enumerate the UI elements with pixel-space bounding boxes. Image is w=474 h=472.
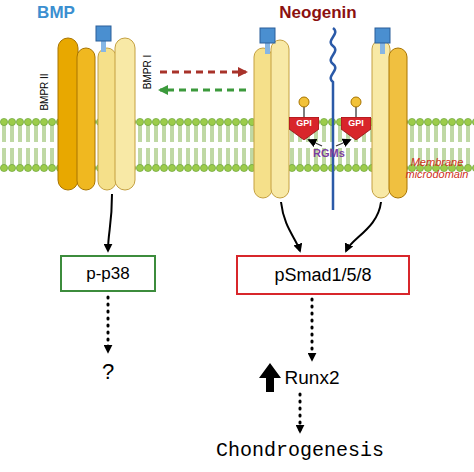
dotted-arrow: [311, 299, 314, 360]
pointer-arrow: [309, 140, 322, 146]
bmpr2-subunit: [77, 48, 95, 190]
smad-box: pSmad1/5/8: [236, 255, 410, 295]
rgm-label: RGMs: [313, 147, 345, 159]
process-label: Chondrogenesis: [216, 440, 384, 462]
dashed-arrow: [160, 71, 246, 74]
up-arrow-symbol: [259, 363, 281, 392]
signal-arrow: [281, 202, 300, 251]
bmp-ligand: [260, 28, 275, 43]
bmp-ligand: [96, 26, 111, 41]
rgm-protein: [299, 97, 309, 107]
box-text: pSmad1/5/8: [274, 265, 371, 286]
signal-arrow: [346, 202, 381, 251]
unknown-mark: ?: [102, 360, 114, 384]
bmp-receptor: [254, 48, 272, 198]
gene-label: Runx2: [285, 368, 340, 389]
bmpr1-subunit: [115, 38, 135, 190]
receptor-label: BMPR II: [39, 73, 50, 110]
gpi-shape-fill: [289, 117, 319, 140]
p38-box: p-p38: [60, 255, 156, 292]
bmp-receptor: [389, 48, 407, 198]
ligand-stalk: [101, 40, 106, 52]
signal-arrow: [108, 194, 112, 251]
receptor-title: Neogenin: [279, 4, 356, 23]
dashed-arrow: [160, 89, 246, 92]
ligand-stalk: [265, 42, 270, 54]
gpi-anchor: GPI: [289, 117, 319, 140]
gpi-anchor: GPI: [341, 117, 371, 140]
bmpr1-subunit: [98, 48, 116, 190]
dotted-arrow: [299, 394, 302, 432]
gpi-text: GPI: [289, 118, 319, 129]
bmp-receptor: [271, 40, 289, 198]
ligand-title: BMP: [37, 4, 75, 23]
dotted-arrow: [107, 297, 110, 352]
gpi-text: GPI: [341, 118, 371, 129]
pointer-arrow: [336, 140, 350, 146]
gpi-shape-fill: [341, 117, 371, 140]
ligand-stalk: [380, 42, 385, 54]
receptor-label: BMPR I: [142, 55, 153, 89]
rgm-protein: [351, 97, 361, 107]
bmpr2-subunit: [58, 38, 78, 190]
bmp-receptor: [372, 40, 390, 198]
neogenin-receptor: [331, 28, 336, 210]
bmp-ligand: [375, 28, 390, 43]
box-text: p-p38: [86, 264, 129, 284]
membrane-label: Membrane microdomain: [400, 156, 474, 180]
